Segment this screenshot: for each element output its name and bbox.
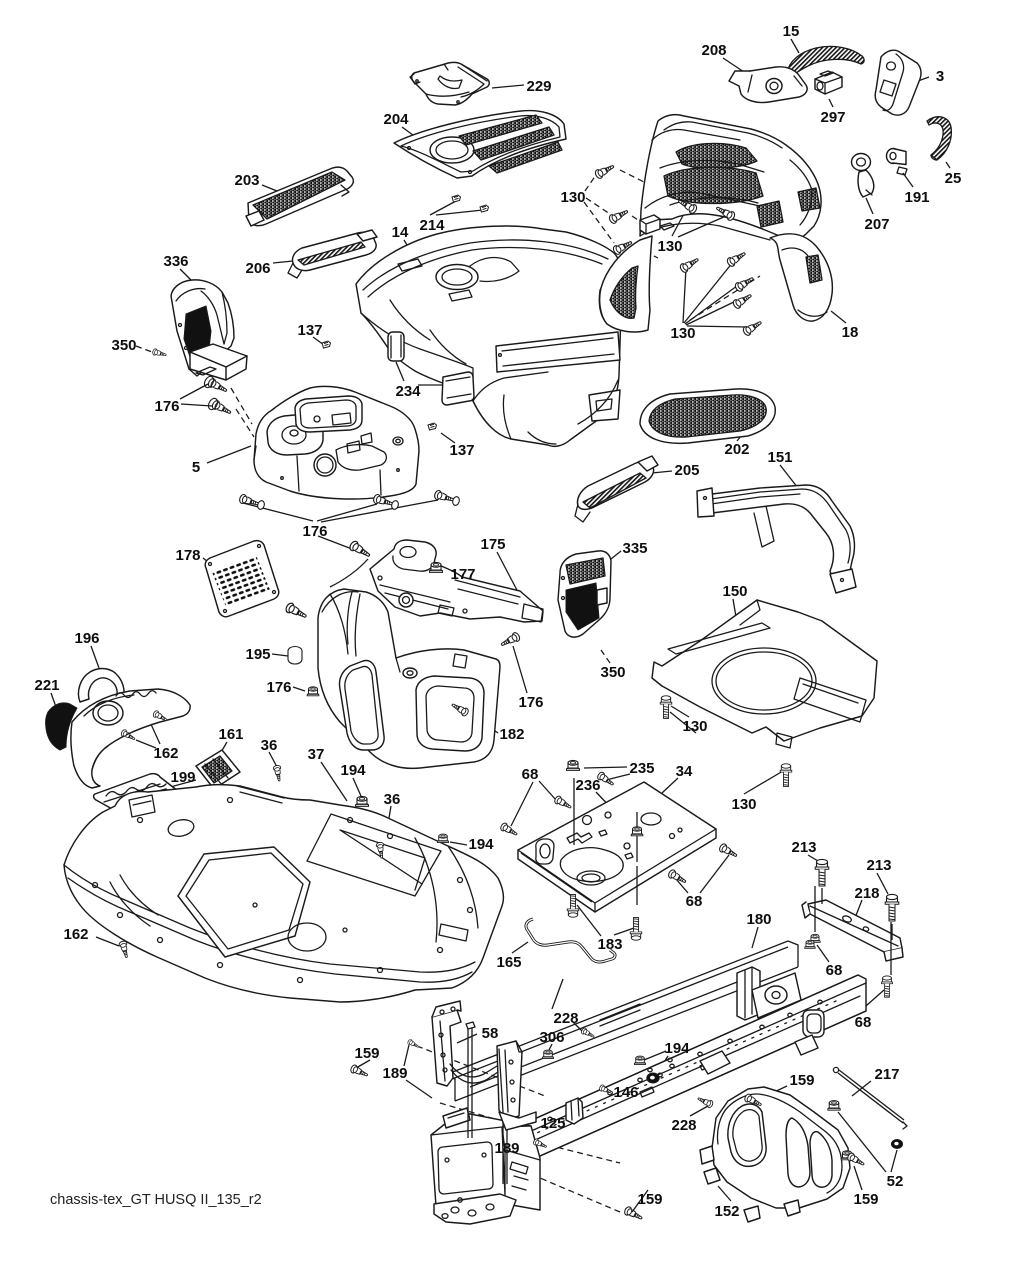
svg-text:213: 213	[791, 839, 816, 856]
svg-text:336: 336	[163, 253, 188, 270]
svg-text:234: 234	[395, 383, 421, 400]
svg-text:217: 217	[874, 1066, 899, 1083]
svg-text:130: 130	[682, 718, 707, 735]
svg-text:36: 36	[261, 737, 278, 754]
svg-text:235: 235	[629, 760, 654, 777]
svg-text:228: 228	[553, 1010, 578, 1027]
svg-text:180: 180	[746, 911, 771, 928]
svg-text:183: 183	[597, 936, 622, 953]
svg-text:130: 130	[670, 325, 695, 342]
svg-text:150: 150	[722, 583, 747, 600]
svg-text:191: 191	[904, 189, 929, 206]
svg-text:18: 18	[842, 324, 859, 341]
svg-text:36: 36	[384, 791, 401, 808]
svg-text:58: 58	[482, 1025, 499, 1042]
svg-text:159: 159	[789, 1072, 814, 1089]
svg-text:196: 196	[74, 630, 99, 647]
svg-text:175: 175	[480, 536, 505, 553]
svg-text:137: 137	[297, 322, 322, 339]
svg-text:125: 125	[540, 1115, 565, 1132]
svg-text:68: 68	[826, 962, 843, 979]
svg-text:68: 68	[686, 893, 703, 910]
svg-text:350: 350	[111, 337, 136, 354]
svg-text:177: 177	[450, 566, 475, 583]
svg-text:213: 213	[866, 857, 891, 874]
svg-text:34: 34	[676, 763, 693, 780]
svg-text:137: 137	[449, 442, 474, 459]
svg-text:162: 162	[63, 926, 88, 943]
svg-text:3: 3	[936, 68, 944, 85]
svg-text:15: 15	[783, 23, 800, 40]
svg-text:151: 151	[767, 449, 792, 466]
svg-text:5: 5	[192, 459, 200, 476]
svg-text:350: 350	[600, 664, 625, 681]
svg-text:189: 189	[382, 1065, 407, 1082]
svg-text:199: 199	[170, 769, 195, 786]
svg-text:207: 207	[864, 216, 889, 233]
svg-text:195: 195	[245, 646, 270, 663]
svg-text:176: 176	[302, 523, 327, 540]
svg-text:130: 130	[657, 238, 682, 255]
svg-text:165: 165	[496, 954, 521, 971]
svg-text:194: 194	[468, 836, 494, 853]
svg-text:204: 204	[383, 111, 409, 128]
svg-text:chassis-tex_GT HUSQ II_135_r2: chassis-tex_GT HUSQ II_135_r2	[50, 1192, 262, 1208]
svg-text:306: 306	[539, 1029, 564, 1046]
svg-text:37: 37	[308, 746, 325, 763]
svg-text:14: 14	[392, 224, 409, 241]
svg-text:176: 176	[518, 694, 543, 711]
svg-text:178: 178	[175, 547, 200, 564]
svg-text:335: 335	[622, 540, 647, 557]
svg-text:130: 130	[731, 796, 756, 813]
svg-text:297: 297	[820, 109, 845, 126]
svg-text:162: 162	[153, 745, 178, 762]
svg-text:176: 176	[154, 398, 179, 415]
svg-text:68: 68	[855, 1014, 872, 1031]
svg-text:161: 161	[218, 726, 243, 743]
svg-text:208: 208	[701, 42, 726, 59]
svg-text:218: 218	[854, 885, 879, 902]
svg-text:214: 214	[419, 217, 445, 234]
svg-text:203: 203	[234, 172, 259, 189]
svg-text:68: 68	[522, 766, 539, 783]
svg-text:194: 194	[664, 1040, 690, 1057]
svg-text:205: 205	[674, 462, 699, 479]
svg-text:182: 182	[499, 726, 524, 743]
svg-text:189: 189	[494, 1140, 519, 1157]
svg-text:159: 159	[637, 1191, 662, 1208]
svg-text:229: 229	[526, 78, 551, 95]
svg-text:159: 159	[354, 1045, 379, 1062]
svg-text:194: 194	[340, 762, 366, 779]
svg-text:202: 202	[724, 441, 749, 458]
svg-text:221: 221	[34, 677, 59, 694]
svg-text:146: 146	[613, 1084, 638, 1101]
svg-text:159: 159	[853, 1191, 878, 1208]
svg-text:206: 206	[245, 260, 270, 277]
svg-text:236: 236	[575, 777, 600, 794]
svg-text:228: 228	[671, 1117, 696, 1134]
svg-text:152: 152	[714, 1203, 739, 1220]
svg-text:52: 52	[887, 1173, 904, 1190]
svg-text:176: 176	[266, 679, 291, 696]
svg-text:130: 130	[560, 189, 585, 206]
svg-text:25: 25	[945, 170, 962, 187]
